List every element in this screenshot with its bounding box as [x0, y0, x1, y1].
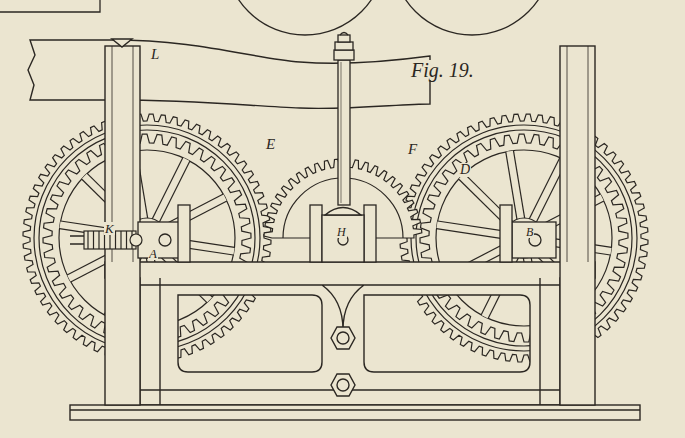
- top-rollers: [0, 0, 552, 35]
- gear-tooth: [126, 231, 127, 249]
- spoke: [532, 159, 563, 222]
- outer-teeth: [400, 114, 648, 362]
- part-letter: F: [407, 142, 418, 157]
- gear-tooth: [115, 231, 116, 249]
- gear-tooth: [120, 231, 121, 249]
- part-letter: E: [265, 137, 276, 152]
- spoke: [437, 225, 506, 235]
- part-letter: D: [459, 163, 471, 177]
- bearings: [70, 205, 556, 262]
- frame: [70, 262, 640, 420]
- spoke: [532, 159, 563, 222]
- rim: [416, 130, 632, 346]
- screw-rod: [334, 33, 354, 206]
- part-letter: A: [148, 247, 158, 260]
- upright-posts: [105, 39, 595, 405]
- gear-tooth: [93, 231, 94, 249]
- part-letter: K: [104, 222, 115, 235]
- figure-title: Fig. 19.: [410, 60, 475, 80]
- lever-beam: [28, 40, 430, 108]
- inner-teeth: [420, 134, 628, 342]
- spur-wheel: [400, 114, 648, 362]
- part-letter: H: [336, 226, 347, 238]
- spoke: [437, 225, 506, 235]
- gear-tooth: [87, 231, 88, 249]
- part-letter: L: [150, 47, 160, 62]
- gear-tooth: [98, 231, 99, 249]
- shaft-end: [130, 234, 142, 246]
- rim: [411, 125, 637, 351]
- part-letter: B: [525, 226, 534, 238]
